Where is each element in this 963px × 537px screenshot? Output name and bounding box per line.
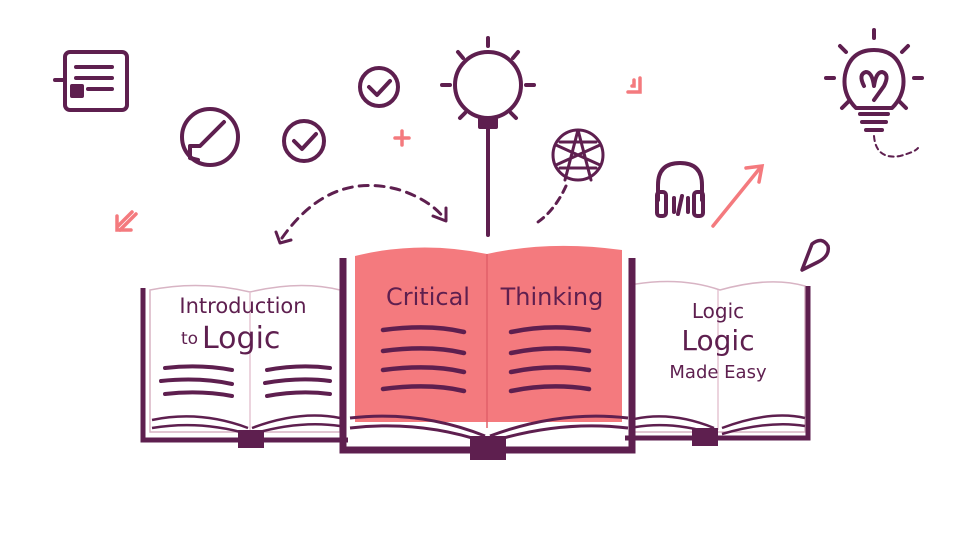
document-icon — [53, 50, 129, 112]
book-title-right: Thinking — [500, 283, 604, 311]
book-logic-made-easy: Logic Logic Made Easy — [625, 280, 811, 446]
headphones-icon — [655, 161, 705, 218]
plus-icon — [393, 129, 411, 147]
arrow-down-left-icon — [115, 210, 138, 232]
check-circle-icon — [282, 119, 326, 163]
book-title-line3: Made Easy — [669, 362, 767, 383]
book-title-line2: Logic — [681, 324, 754, 357]
book-title-to: to — [181, 329, 198, 349]
book-critical-thinking: Critical Thinking — [339, 245, 636, 460]
arrow-up-right-icon — [711, 163, 765, 228]
globe-icon — [536, 128, 605, 224]
lightbulb-icon — [824, 28, 924, 158]
book-introduction-to-logic: Introduction to Logic — [140, 284, 348, 448]
corner-chevron-icon — [626, 76, 642, 94]
pencil-circle-icon — [180, 107, 240, 167]
check-circle-small-icon — [358, 66, 400, 108]
pen-nib-icon — [800, 238, 831, 272]
dashed-arc-arrow-icon — [274, 183, 448, 245]
lightbulb-outline-icon — [440, 36, 536, 237]
book-title-logic: Logic — [202, 321, 280, 356]
book-title-left: Critical — [386, 283, 470, 311]
book-title-line1: Introduction — [179, 294, 306, 318]
book-title-line1: Logic — [692, 299, 744, 323]
